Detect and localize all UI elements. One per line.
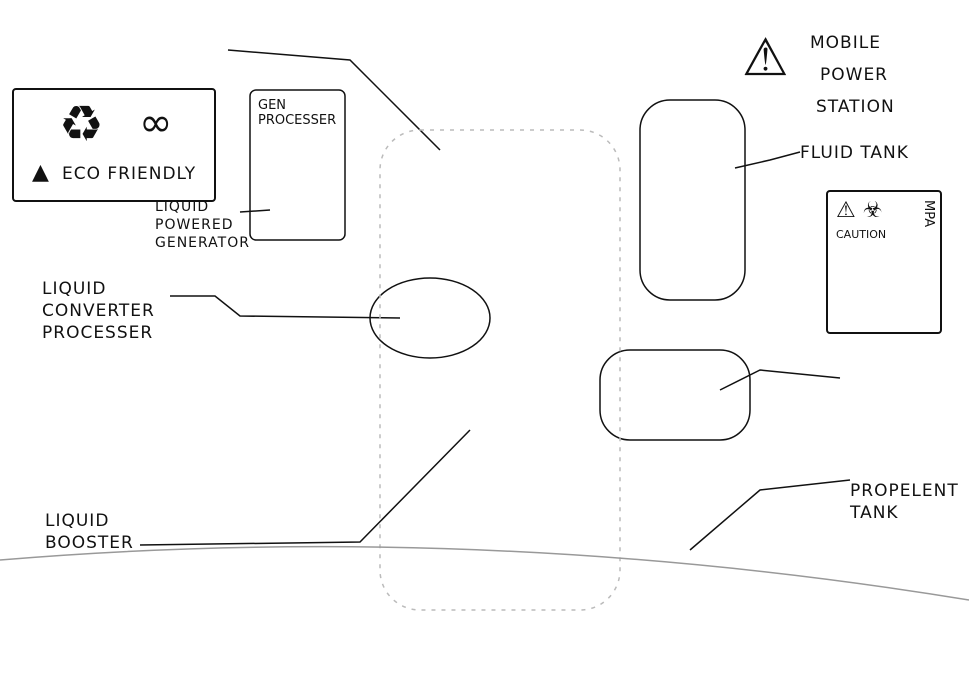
label-line: Tank <box>850 503 899 523</box>
label-line: Liquid <box>155 199 210 215</box>
generator-unit-outline <box>249 89 346 241</box>
title-line-1: Mobile <box>810 33 881 53</box>
leader-booster <box>139 429 471 546</box>
caution-sign: ⚠ ☣ Caution MPA <box>826 190 942 334</box>
leader-propelent <box>689 479 851 551</box>
label-line: Generator <box>155 235 250 251</box>
leader-right-middle <box>719 369 841 391</box>
leader-top-left <box>227 49 441 151</box>
liquid-powered-generator-label: Liquid Powered Generator <box>155 198 250 252</box>
generator-brand: Gen <box>258 98 287 113</box>
eco-friendly-label: Eco Friendly <box>62 164 197 184</box>
caution-text: Caution <box>836 228 887 241</box>
generator-sub: Processer <box>258 113 337 128</box>
eco-panel: ♻ ∞ ▲ Eco Friendly <box>12 88 216 202</box>
label-line: Liquid <box>45 511 110 531</box>
omitted-figure-placeholder <box>379 129 621 611</box>
title-line-2: Power <box>820 65 888 85</box>
leader-converter <box>170 295 401 319</box>
fluid-tank-label: Fluid Tank <box>800 143 909 163</box>
leader-fluid-tank <box>734 151 801 169</box>
converter-outline <box>369 277 491 359</box>
infinity-icon: ∞ <box>139 100 173 146</box>
label-line: Converter <box>42 301 155 321</box>
ground-line <box>0 545 969 601</box>
right-unit-outline <box>599 349 751 441</box>
sign-code: MPA <box>921 200 936 228</box>
leader-generator <box>239 209 271 213</box>
warning-triangle-icon: ⚠ <box>742 28 789 88</box>
label-line: Booster <box>45 533 134 553</box>
recycle-icon: ♻ <box>59 95 104 153</box>
liquid-converter-label: Liquid Converter Processer <box>42 278 155 344</box>
label-line: Propelent <box>850 481 959 501</box>
hazard-icon: ⚠ ☣ <box>836 198 883 223</box>
label-line: Processer <box>42 323 154 343</box>
generator-panel: Gen Processer <box>258 98 336 128</box>
fluid-tank-outline <box>639 99 746 301</box>
label-line: Liquid <box>42 279 107 299</box>
liquid-booster-label: Liquid Booster <box>45 510 134 554</box>
propelent-tank-label: Propelent Tank <box>850 480 959 524</box>
tree-icon: ▲ <box>32 160 49 185</box>
title-line-3: Station <box>816 97 895 117</box>
label-line: Powered <box>155 217 234 233</box>
